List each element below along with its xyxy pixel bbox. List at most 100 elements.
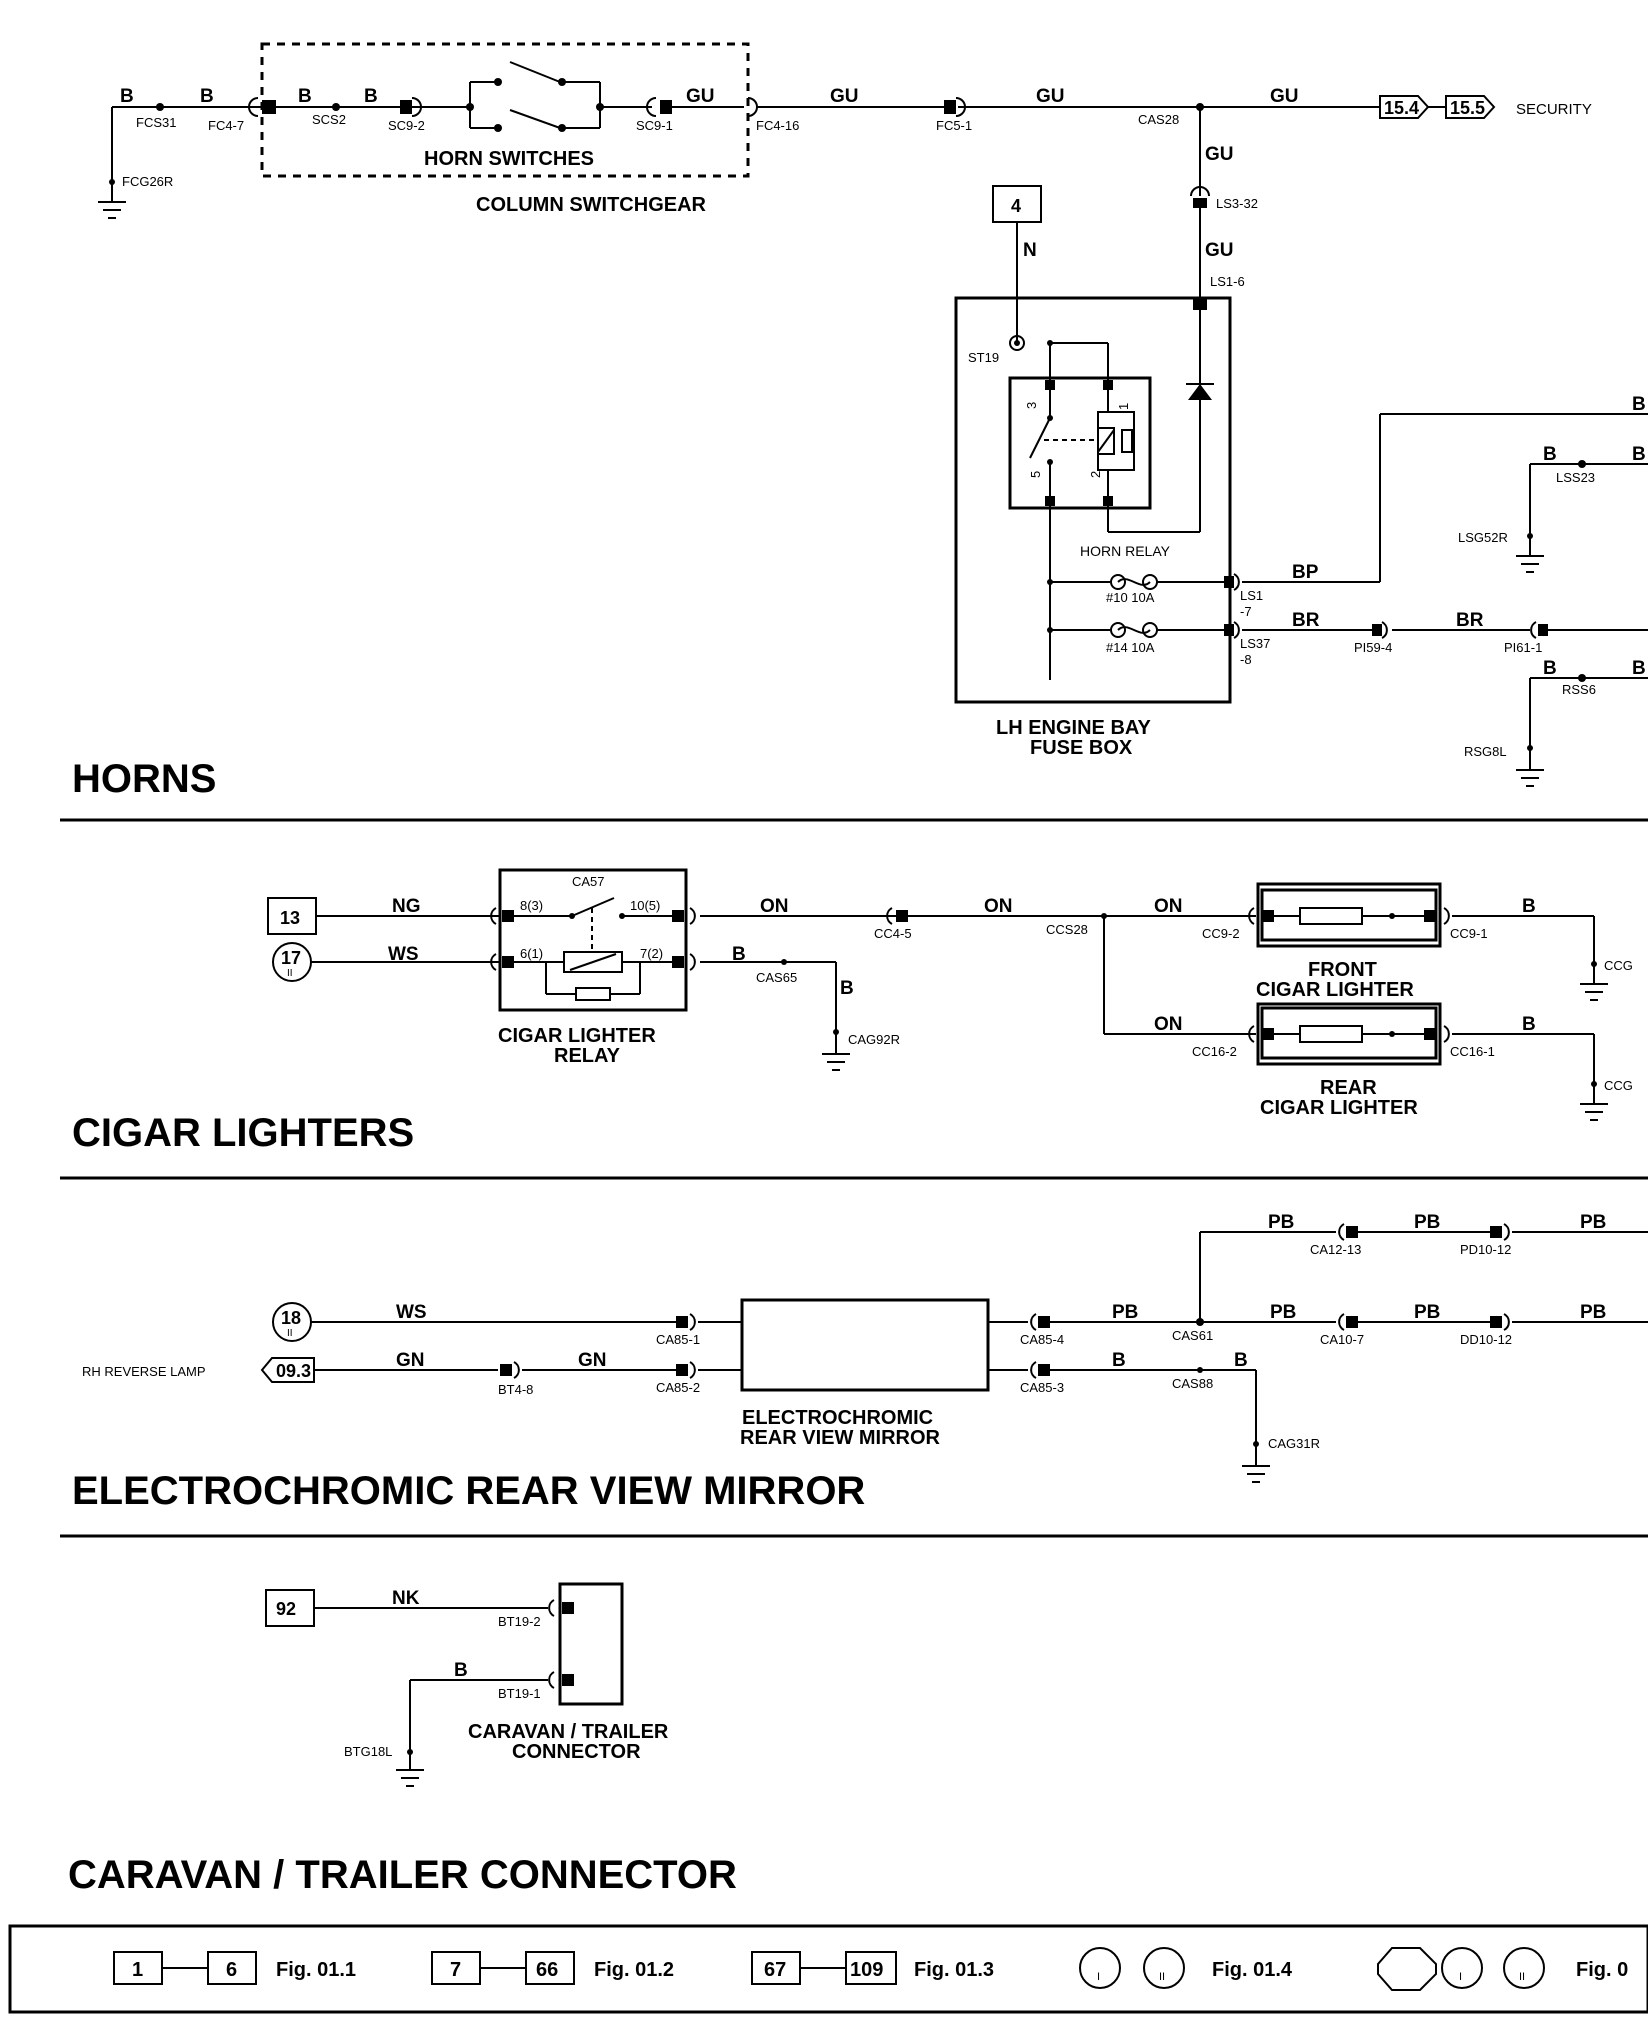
connector-label: CCS28 bbox=[1046, 922, 1088, 937]
fuse-box-label: LH ENGINE BAY bbox=[996, 717, 1152, 739]
wire-label: B bbox=[840, 978, 854, 999]
connector-label: CC9-1 bbox=[1450, 926, 1488, 941]
connector-label: CC16-1 bbox=[1450, 1044, 1495, 1059]
connector-label: RSS6 bbox=[1562, 682, 1596, 697]
mirror-unit-label: REAR VIEW MIRROR bbox=[740, 1427, 941, 1449]
wire-label: NG bbox=[392, 896, 421, 917]
wire-label: B bbox=[1543, 444, 1557, 465]
wire-label: B bbox=[120, 86, 134, 107]
wire-label: PB bbox=[1580, 1302, 1606, 1323]
connector-label: DD10-12 bbox=[1460, 1332, 1512, 1347]
wire-label: BR bbox=[1292, 610, 1320, 631]
wire-label: B bbox=[732, 944, 746, 965]
connector-label: FC5-1 bbox=[936, 118, 972, 133]
wire-label: PB bbox=[1268, 1212, 1294, 1233]
ref-circle: 18 bbox=[281, 1308, 301, 1328]
legend-to: 109 bbox=[850, 1959, 883, 1981]
pin-label: 1 bbox=[1116, 403, 1131, 410]
figure-legend: 1 6 Fig. 01.1 7 66 Fig. 01.2 67 109 Fig.… bbox=[8, 1924, 1648, 2014]
cigar-section: 13 17 II NG WS ON ON ON ON B B B B CA57 … bbox=[60, 868, 1648, 1180]
connector-label: LS1 bbox=[1240, 588, 1263, 603]
connector-label: CA57 bbox=[572, 874, 605, 889]
connector-label: CAG31R bbox=[1268, 1436, 1320, 1451]
rear-lighter-label: REAR bbox=[1320, 1077, 1377, 1099]
wire-label: PB bbox=[1580, 1212, 1606, 1233]
wire-label: GN bbox=[578, 1350, 607, 1371]
section-title: ELECTROCHROMIC REAR VIEW MIRROR bbox=[72, 1469, 865, 1513]
wire-label: WS bbox=[396, 1302, 427, 1323]
connector-label: -8 bbox=[1240, 652, 1252, 667]
section-title: HORNS bbox=[72, 757, 216, 801]
pin-label: 3 bbox=[1024, 402, 1039, 409]
connector-label: BT19-1 bbox=[498, 1686, 541, 1701]
wire-label: PB bbox=[1414, 1302, 1440, 1323]
connector-label: FC4-7 bbox=[208, 118, 244, 133]
ref-box: 13 bbox=[280, 908, 300, 928]
ref-circle: 17 bbox=[281, 948, 301, 968]
front-lighter-label: CIGAR LIGHTER bbox=[1256, 979, 1414, 1001]
trailer-unit-label: CONNECTOR bbox=[512, 1741, 641, 1763]
ref-box: 92 bbox=[276, 1599, 296, 1619]
wire-label: B bbox=[298, 86, 312, 107]
wire-label: B bbox=[454, 1660, 468, 1681]
horn-switches-label: HORN SWITCHES bbox=[424, 148, 594, 170]
wire-label: ON bbox=[760, 896, 789, 917]
legend-circle-ii: II bbox=[1159, 1971, 1165, 1983]
connector-label: LS3-32 bbox=[1216, 196, 1258, 211]
legend-circle-i: I bbox=[1097, 1971, 1100, 1983]
wire-label: B bbox=[1112, 1350, 1126, 1371]
pin-label: 7(2) bbox=[640, 946, 663, 961]
connector-label: BTG18L bbox=[344, 1744, 392, 1759]
legend-from: 7 bbox=[450, 1959, 461, 1981]
wire-label: WS bbox=[388, 944, 419, 965]
front-lighter-label: FRONT bbox=[1308, 959, 1377, 981]
wire-label: PB bbox=[1414, 1212, 1440, 1233]
wire-label: B bbox=[364, 86, 378, 107]
fuse-box-label: FUSE BOX bbox=[1030, 737, 1133, 759]
horns-section: B B B B GU GU GU GU GU GU N BP BR BR B B… bbox=[60, 42, 1648, 822]
wire-label: PB bbox=[1112, 1302, 1138, 1323]
connector-label: CA85-1 bbox=[656, 1332, 700, 1347]
wire-label: BP bbox=[1292, 562, 1319, 583]
legend-circle-i: I bbox=[1459, 1971, 1462, 1983]
wire-label: GU bbox=[830, 86, 859, 107]
wire-label: B bbox=[1543, 658, 1557, 679]
pin-label: 5 bbox=[1028, 471, 1043, 478]
connector-label: LSG52R bbox=[1458, 530, 1508, 545]
legend-to: 66 bbox=[536, 1959, 558, 1981]
security-label: SECURITY bbox=[1516, 101, 1592, 118]
wire-label: N bbox=[1023, 240, 1037, 261]
fuse-label: #10 10A bbox=[1106, 590, 1155, 605]
section-title: CARAVAN / TRAILER CONNECTOR bbox=[68, 1853, 737, 1897]
wire-label: GU bbox=[1205, 144, 1234, 165]
legend-from: 67 bbox=[764, 1959, 786, 1981]
pin-label: 8(3) bbox=[520, 898, 543, 913]
wire-label: BR bbox=[1456, 610, 1484, 631]
connector-label: LS37 bbox=[1240, 636, 1270, 651]
relay-label: RELAY bbox=[554, 1045, 621, 1067]
connector-label: PD10-12 bbox=[1460, 1242, 1511, 1257]
connector-label: ST19 bbox=[968, 350, 999, 365]
connector-label: LS1-6 bbox=[1210, 274, 1245, 289]
connector-label: CAS88 bbox=[1172, 1376, 1213, 1391]
connector-label: CCG bbox=[1604, 1078, 1633, 1093]
connector-label: BT4-8 bbox=[498, 1382, 533, 1397]
trailer-section: 92 NK B BT19-2 BT19-1 BTG18L CARAVAN / T… bbox=[68, 1582, 737, 1897]
ref-box: 15.5 bbox=[1450, 98, 1485, 118]
connector-label: CAG92R bbox=[848, 1032, 900, 1047]
connector-label: PI59-4 bbox=[1354, 640, 1392, 655]
ref-circle-sub: II bbox=[287, 1328, 293, 1339]
mirror-section: 18 II 09.3 RH REVERSE LAMP WS GN GN PB P… bbox=[60, 1212, 1648, 1538]
connector-label: PI61-1 bbox=[1504, 640, 1542, 655]
connector-label: FC4-16 bbox=[756, 118, 799, 133]
wire-label: ON bbox=[984, 896, 1013, 917]
wire-label: NK bbox=[392, 1588, 420, 1609]
connector-label: CCG bbox=[1604, 958, 1633, 973]
wire-label: GU bbox=[686, 86, 715, 107]
connector-label: CA85-2 bbox=[656, 1380, 700, 1395]
wire-label: PB bbox=[1270, 1302, 1296, 1323]
connector-label: LSS23 bbox=[1556, 470, 1595, 485]
column-switchgear-label: COLUMN SWITCHGEAR bbox=[476, 194, 707, 216]
wire-label: B bbox=[1632, 444, 1646, 465]
